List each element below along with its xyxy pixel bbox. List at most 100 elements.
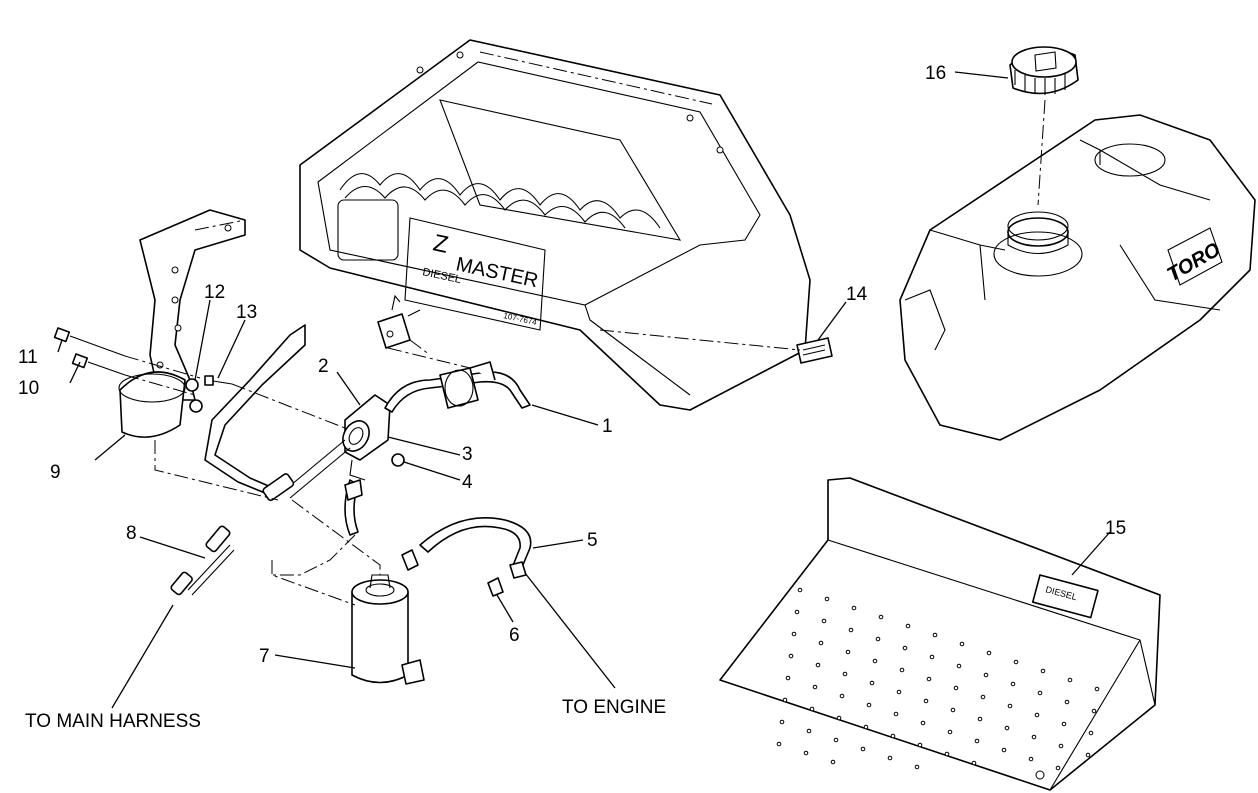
perforation-hole <box>890 733 896 739</box>
perforation-hole <box>842 671 848 677</box>
callout-13: 13 <box>236 302 257 323</box>
perforation-hole <box>1004 725 1010 731</box>
shield-perforations <box>776 587 1100 771</box>
perforation-hole <box>803 750 809 756</box>
perforation-hole <box>878 614 884 620</box>
perforation-hole <box>1064 699 1070 705</box>
callout-16: 16 <box>925 63 946 84</box>
callout-3: 3 <box>462 444 473 465</box>
callout-11: 11 <box>18 347 38 368</box>
perforation-hole <box>1067 677 1073 683</box>
perforation-hole <box>1055 765 1061 771</box>
perforation-hole <box>797 587 803 593</box>
perforation-hole <box>1037 690 1043 696</box>
bolt-11 <box>53 327 126 357</box>
perforation-hole <box>1013 659 1019 665</box>
fuel-filter <box>351 574 425 685</box>
fuel-hose-1 <box>384 361 531 413</box>
callout-2: 2 <box>318 356 329 377</box>
callout-5: 5 <box>587 530 598 551</box>
perforation-hole <box>806 728 812 734</box>
callout-12: 12 <box>204 282 225 303</box>
callout-6: 6 <box>509 625 520 646</box>
perforation-hole <box>812 684 818 690</box>
perforation-hole <box>944 751 950 757</box>
wire-lead <box>170 439 351 596</box>
perforation-hole <box>794 609 800 615</box>
callout-14: 14 <box>846 284 868 305</box>
filter-holder <box>118 371 186 438</box>
perforation-hole <box>971 760 977 766</box>
perforation-hole <box>1031 734 1037 740</box>
perforation-hole <box>953 685 959 691</box>
perforation-hole <box>869 680 875 686</box>
screw-13 <box>204 375 233 386</box>
callout-labels: 1 2 3 4 5 6 7 8 9 10 11 12 13 14 15 16 <box>18 63 1126 667</box>
perforation-hole <box>932 632 938 638</box>
perforation-hole <box>1061 721 1067 727</box>
perforation-hole <box>791 631 797 637</box>
perforation-hole <box>980 694 986 700</box>
to-engine-label: TO ENGINE <box>562 697 666 718</box>
perforation-hole <box>1001 747 1007 753</box>
perforation-hole <box>782 697 788 703</box>
perforation-hole <box>863 724 869 730</box>
assembly-centerlines <box>124 219 801 606</box>
perforation-hole <box>815 662 821 668</box>
perforation-hole <box>1091 708 1097 714</box>
perforation-hole <box>785 675 791 681</box>
perforation-hole <box>1034 712 1040 718</box>
perforation-hole <box>860 746 866 752</box>
perforation-hole <box>1094 686 1100 692</box>
perforation-hole <box>974 738 980 744</box>
perforation-hole <box>839 693 845 699</box>
perforation-hole <box>977 716 983 722</box>
nut-12 <box>185 378 203 413</box>
perforation-hole <box>848 627 854 633</box>
fuel-cap <box>1009 46 1079 95</box>
callout-7: 7 <box>259 646 270 667</box>
perforation-hole <box>875 636 881 642</box>
perforation-hole <box>917 742 923 748</box>
perforation-hole <box>950 707 956 713</box>
leader-lines <box>57 71 1111 709</box>
line-bracket <box>204 324 306 496</box>
perforation-hole <box>929 654 935 660</box>
clamp-6 <box>487 577 504 597</box>
perforation-hole <box>1088 730 1094 736</box>
perforation-hole <box>1040 668 1046 674</box>
fuel-tank: TORO <box>899 114 1256 441</box>
perforation-hole <box>836 715 842 721</box>
callout-15: 15 <box>1105 518 1126 539</box>
callout-8: 8 <box>126 523 137 544</box>
perforation-hole <box>845 649 851 655</box>
perforation-hole <box>821 618 827 624</box>
perforation-hole <box>1010 681 1016 687</box>
callout-9: 9 <box>50 462 61 483</box>
perforation-hole <box>986 650 992 656</box>
perforation-hole <box>824 596 830 602</box>
perforation-hole <box>926 676 932 682</box>
engine-hood: Z MASTER DIESEL 107-7674 <box>299 39 811 411</box>
perforation-hole <box>893 711 899 717</box>
floor-shield: DIESEL <box>719 477 1161 791</box>
decal-14 <box>796 337 833 364</box>
perforation-hole <box>776 741 782 747</box>
nut-4 <box>391 453 405 467</box>
bolt-10 <box>71 353 126 376</box>
perforation-hole <box>1007 703 1013 709</box>
perforation-hole <box>851 605 857 611</box>
perforation-hole <box>779 719 785 725</box>
perforation-hole <box>899 667 905 673</box>
perforation-hole <box>947 729 953 735</box>
perforation-hole <box>809 706 815 712</box>
perforation-hole <box>830 759 836 765</box>
fuel-hose-5 <box>401 517 532 579</box>
perforation-hole <box>818 640 824 646</box>
fuel-pump <box>342 394 391 481</box>
fuel-hose-lower <box>344 479 363 536</box>
perforation-hole <box>896 689 902 695</box>
perforation-hole <box>872 658 878 664</box>
perforation-hole <box>956 663 962 669</box>
perforation-hole <box>833 737 839 743</box>
